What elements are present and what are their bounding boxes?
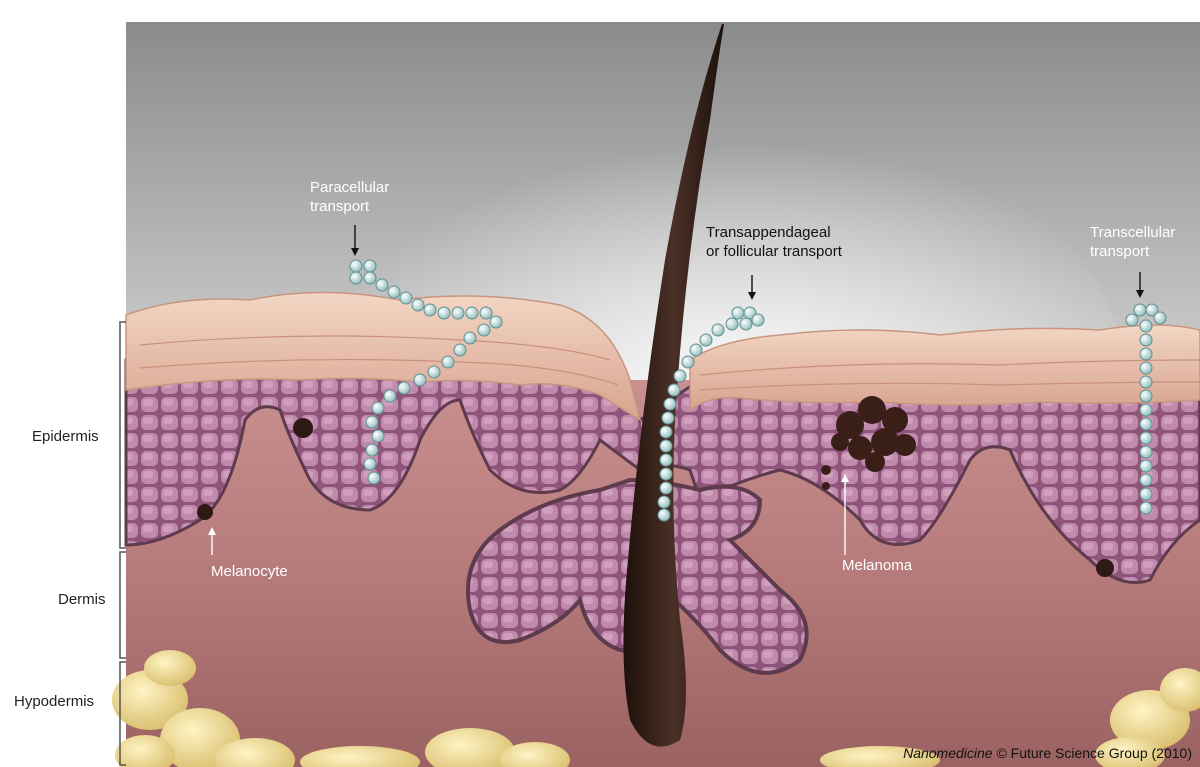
label-hypodermis: Hypodermis <box>14 693 94 710</box>
label-melanocyte: Melanocyte <box>211 562 288 581</box>
annotation-paracellular: Paracellular transport <box>310 178 389 216</box>
paracellular-line1: Paracellular <box>310 178 389 197</box>
credit-rest: © Future Science Group (2010) <box>993 745 1192 761</box>
label-epidermis: Epidermis <box>32 428 99 445</box>
credit-journal: Nanomedicine <box>903 745 993 761</box>
annotation-transappendageal: Transappendageal or follicular transport <box>706 223 842 261</box>
label-melanoma: Melanoma <box>842 556 912 575</box>
transappendageal-line1: Transappendageal <box>706 223 842 242</box>
transcellular-line2: transport <box>1090 242 1175 261</box>
transcellular-line1: Transcellular <box>1090 223 1175 242</box>
annotation-transcellular: Transcellular transport <box>1090 223 1175 261</box>
stratum-corneum-right <box>690 325 1200 410</box>
paracellular-line2: transport <box>310 197 389 216</box>
transappendageal-line2: or follicular transport <box>706 242 842 261</box>
copyright-credit: Nanomedicine © Future Science Group (201… <box>903 745 1192 761</box>
label-dermis: Dermis <box>58 591 106 608</box>
